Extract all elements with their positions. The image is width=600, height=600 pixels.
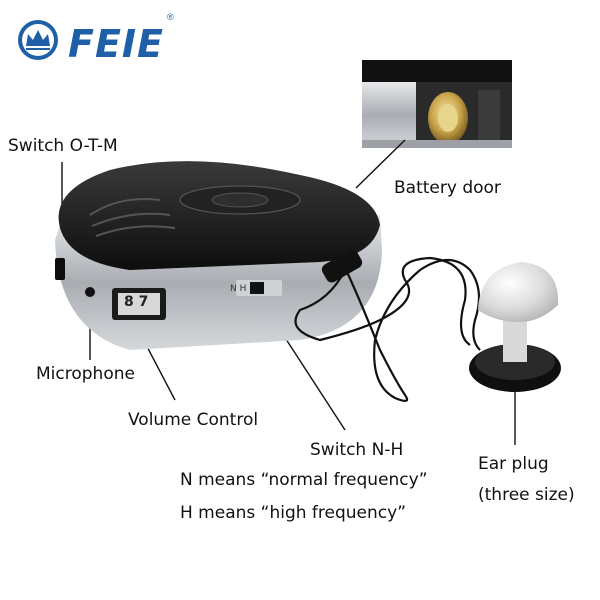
ear-plug-icon <box>469 262 561 392</box>
label-volume-control: Volume Control <box>128 410 259 430</box>
volume-digits: 8 7 <box>124 294 149 310</box>
switch-nh-text: N H <box>230 284 247 294</box>
label-n-means: N means “normal frequency” <box>180 470 428 490</box>
battery-door-inset <box>362 60 512 148</box>
label-microphone: Microphone <box>36 364 135 384</box>
label-h-means: H means “high frequency” <box>180 503 407 523</box>
label-ear-plug-sizes: (three size) <box>478 485 575 505</box>
label-ear-plug: Ear plug <box>478 454 549 474</box>
earphone-cable <box>294 256 481 402</box>
registered-mark: ® <box>167 12 174 22</box>
microphone-icon <box>85 287 95 297</box>
brand-logo-icon <box>18 20 58 60</box>
label-switch-otm: Switch O-T-M <box>8 136 118 156</box>
label-battery-door: Battery door <box>394 178 501 198</box>
switch-otm-icon <box>55 258 65 280</box>
hearing-aid-body <box>55 161 382 350</box>
brand-name: FEIE <box>68 22 165 66</box>
label-switch-nh: Switch N-H <box>310 440 404 460</box>
